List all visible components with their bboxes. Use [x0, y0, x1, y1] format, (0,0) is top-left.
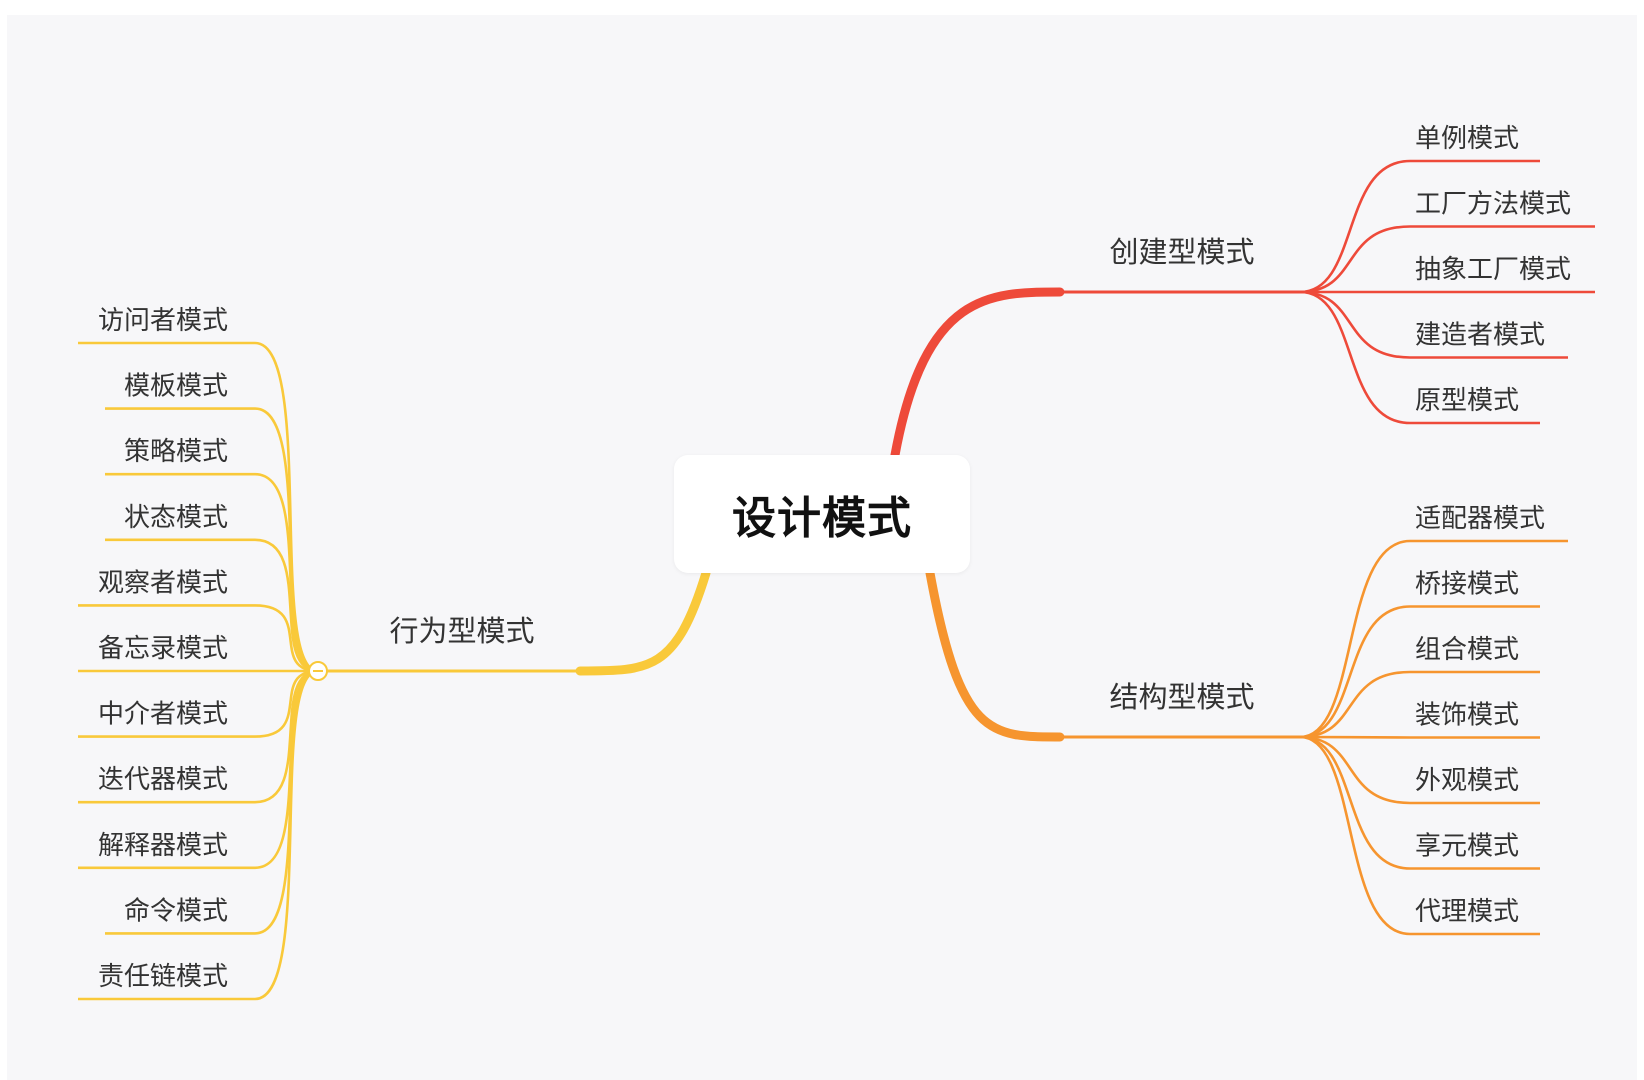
main-connector: [925, 568, 1065, 742]
child-node[interactable]: 中介者模式: [98, 700, 228, 730]
child-node[interactable]: 外观模式: [1415, 766, 1519, 796]
child-node[interactable]: 观察者模式: [98, 568, 228, 598]
branch-label[interactable]: 行为型模式: [389, 614, 534, 648]
child-node[interactable]: 单例模式: [1415, 124, 1519, 154]
child-node[interactable]: 命令模式: [124, 896, 228, 926]
child-node[interactable]: 模板模式: [124, 372, 228, 402]
main-connector: [890, 287, 1065, 460]
branch-2: [925, 539, 1568, 936]
child-connector: [1299, 735, 1540, 805]
child-connector: [1299, 159, 1540, 294]
child-node[interactable]: 组合模式: [1415, 635, 1519, 665]
root-label: 设计模式: [732, 493, 912, 544]
child-node[interactable]: 工厂方法模式: [1415, 190, 1571, 220]
child-connector: [78, 669, 319, 804]
branch-label[interactable]: 创建型模式: [1109, 235, 1254, 269]
child-node[interactable]: 建造者模式: [1415, 321, 1545, 351]
child-node[interactable]: 责任链模式: [98, 962, 228, 992]
child-connector: [1299, 290, 1540, 425]
child-node[interactable]: 原型模式: [1415, 386, 1519, 416]
child-connector: [105, 407, 319, 673]
child-node[interactable]: 备忘录模式: [98, 634, 228, 664]
child-connector: [105, 538, 319, 673]
child-node[interactable]: 桥接模式: [1415, 570, 1519, 600]
child-node[interactable]: 策略模式: [124, 437, 228, 467]
child-connector: [78, 341, 319, 673]
branch-label[interactable]: 结构型模式: [1109, 680, 1254, 714]
child-connector: [1299, 670, 1540, 739]
child-connector: [78, 669, 319, 1001]
child-node[interactable]: 享元模式: [1415, 832, 1519, 862]
child-connector: [1299, 605, 1540, 739]
child-node[interactable]: 迭代器模式: [98, 765, 228, 795]
child-node[interactable]: 解释器模式: [98, 831, 228, 861]
child-node[interactable]: 适配器模式: [1415, 504, 1545, 534]
child-connector: [78, 604, 319, 673]
main-connector: [575, 568, 711, 676]
branch-3: [78, 341, 711, 1001]
branch-1: [890, 159, 1595, 460]
child-connector: [1299, 735, 1540, 739]
child-node[interactable]: 代理模式: [1415, 897, 1519, 927]
child-connector: [1299, 539, 1568, 739]
child-connector: [78, 669, 319, 738]
child-node[interactable]: 抽象工厂模式: [1415, 255, 1571, 285]
child-node[interactable]: 访问者模式: [98, 306, 228, 336]
child-connector: [105, 472, 319, 673]
child-node[interactable]: 状态模式: [124, 503, 228, 533]
child-connector: [1299, 225, 1595, 294]
child-connector: [1299, 735, 1540, 936]
root-node[interactable]: 设计模式: [674, 455, 970, 573]
child-connector: [1299, 290, 1568, 359]
child-connector: [1299, 735, 1540, 870]
child-node[interactable]: 装饰模式: [1415, 701, 1519, 731]
